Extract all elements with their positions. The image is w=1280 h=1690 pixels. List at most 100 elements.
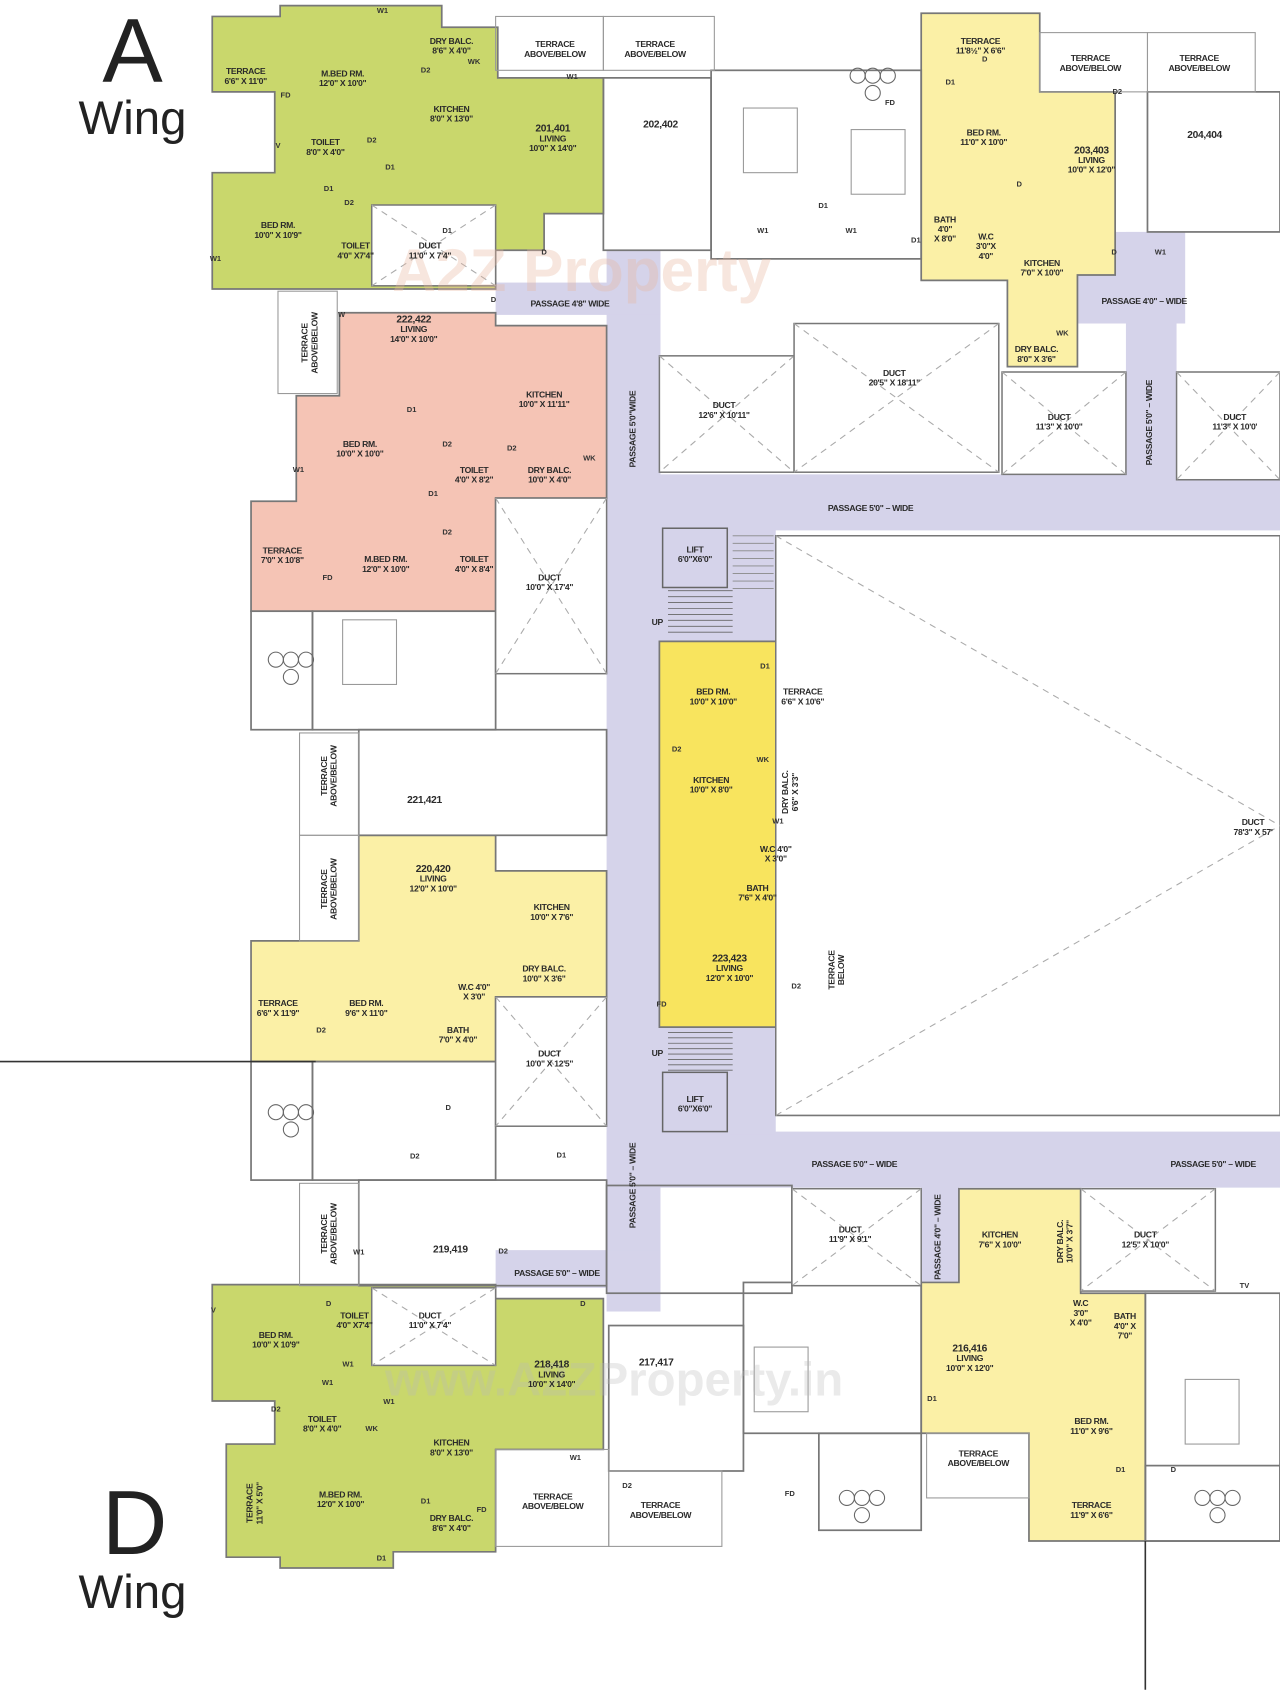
room-label-line: 10'0" X 3'6" (523, 973, 566, 983)
room-label-line: 6'6" X 10'6" (781, 696, 824, 706)
terrace-area (277, 290, 338, 395)
room-label-line: 10'0" X 12'0" (1068, 165, 1116, 175)
room-label-line: 8'0" X 13'0" (430, 1447, 473, 1457)
room-label-line: KITCHEN (526, 389, 562, 399)
opening-marker: D1 (421, 1496, 431, 1505)
opening-marker: D1 (385, 162, 395, 171)
room-label-line: BATH (746, 883, 768, 893)
room-label-u203-bed: BED RM.11'0" X 10'0" (960, 128, 1007, 148)
room-label-line: 78'3" X 57' (1234, 827, 1273, 837)
room-label-line: TERRACE (783, 687, 823, 697)
room-label-line: LIVING (539, 133, 566, 143)
room-label-line: PASSAGE 5'0" – WIDE (828, 503, 914, 513)
unit-number: 201,401 (535, 124, 570, 135)
duct-cross-line (371, 204, 496, 287)
room-label-line: 12'0" X 10'0" (362, 564, 410, 574)
apartment-wall (710, 69, 923, 260)
room-label-line: 11'8½" X 6'6" (956, 46, 1005, 56)
room-label-line: 11'0" X 7'4" (409, 1320, 452, 1330)
room-label-line: 7'0" X 4'0" (439, 1035, 478, 1045)
room-label-line: DRY BALC. (780, 770, 790, 814)
opening-marker: D2 (498, 1246, 508, 1255)
room-label-line: 11'3" X 10'0' (1212, 422, 1257, 432)
room-label-u216-bed: BED RM.11'0" X 9'6" (1070, 1416, 1113, 1436)
room-label-line: BED RM. (967, 128, 1001, 138)
room-label-line: 12'5" X 10'0" (1122, 1239, 1170, 1249)
room-label-line: BED RM. (261, 220, 295, 230)
passage-area (921, 1185, 959, 1288)
duct-cross-line (1176, 371, 1280, 481)
unit-number: 204,404 (1187, 130, 1222, 141)
opening-marker: D (445, 1103, 451, 1112)
room-label-line: LIVING (538, 1369, 565, 1379)
room-label-u220-wc: W.C 4'0"X 3'0" (458, 982, 490, 1002)
room-label-line: X 8'0" (934, 234, 956, 244)
unit-number: 217,417 (639, 1357, 674, 1368)
chair-icon (864, 84, 881, 102)
bed-icon (850, 129, 906, 195)
room-label-line: DUCT (1048, 412, 1072, 422)
room-label-line: TOILET (460, 465, 490, 475)
room-label-line: 8'0" X 13'0" (430, 113, 473, 123)
room-label-line: DUCT (1223, 412, 1247, 422)
unit-number: 219,419 (433, 1244, 468, 1255)
wing-d-word: Wing (79, 1566, 187, 1619)
lift-shaft (661, 1071, 729, 1133)
apartment-wall (602, 77, 712, 252)
chair-icon (282, 668, 299, 685)
room-label-line: ABOVE/BELOW (630, 1510, 693, 1520)
room-label-line: DUCT (713, 400, 737, 410)
opening-marker: FD (785, 1489, 796, 1498)
room-label-line: TERRACE (641, 1500, 681, 1510)
room-label-line: 8'0" X 4'0" (303, 1424, 342, 1434)
chair-icon (297, 651, 315, 668)
room-label-line: PASSAGE 4'8" WIDE (530, 298, 610, 308)
room-label-line: 4'0" X7'4" (337, 250, 374, 260)
lift-shaft (661, 527, 729, 589)
room-label-u203-drybalc: DRY BALC.8'0" X 3'6" (1015, 344, 1059, 364)
opening-marker: W (338, 310, 346, 319)
room-label-line: ABOVE/BELOW (524, 49, 587, 59)
opening-marker: WK (583, 453, 596, 462)
room-label-line: PASSAGE 5'0" – WIDE (1170, 1159, 1256, 1169)
room-label-line: ABOVE/BELOW (329, 1202, 339, 1265)
room-label-line: KITCHEN (982, 1230, 1018, 1240)
room-label-line: ABOVE/BELOW (624, 49, 687, 59)
room-label-line: TOILET (341, 241, 371, 251)
opening-marker: V (211, 1306, 216, 1315)
room-label-line: UP (652, 617, 664, 627)
room-label-line: 12'6" X 10'11" (698, 410, 750, 420)
terrace-area (298, 1182, 360, 1287)
room-label-line: ABOVE/BELOW (309, 311, 319, 374)
room-label-line: BELOW (836, 954, 846, 986)
opening-marker: D1 (927, 1394, 937, 1403)
duct-cross-line (371, 1287, 496, 1366)
room-label-u223-wc: W.C 4'0"X 3'0" (760, 844, 792, 864)
room-label-line: TERRACE (533, 1492, 573, 1502)
room-label-line: TERRACE (961, 36, 1001, 46)
apartment-wall (817, 1432, 923, 1532)
room-label-u219-no: 219,419 (433, 1244, 469, 1255)
room-label-line: 6'0"X6'0" (678, 554, 712, 564)
room-label-passage-4-8: PASSAGE 4'8" WIDE (530, 298, 610, 308)
room-label-line: 12'0" X 10'0" (409, 883, 457, 893)
terrace-area (926, 1432, 1030, 1499)
opening-marker: D1 (911, 236, 921, 245)
room-label-passage-right-vert: PASSAGE 5'0" – WIDE (1144, 379, 1154, 465)
opening-marker: D (1111, 248, 1117, 257)
room-label-passage-mid-top: PASSAGE 5'0" – WIDE (828, 503, 914, 513)
room-label-passage-mid-bottom-1: PASSAGE 5'0" – WIDE (812, 1159, 898, 1169)
room-label-u216-drybalc: DRY BALC.10'0" X 3'7" (1055, 1220, 1075, 1264)
